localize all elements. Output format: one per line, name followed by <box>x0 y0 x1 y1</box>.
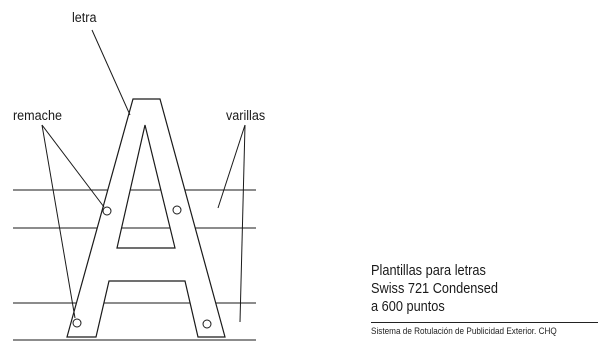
caption-size: a 600 puntos <box>371 299 445 315</box>
label-remache: remache <box>13 107 62 123</box>
leader-varillas-1 <box>217 124 246 209</box>
caption-divider <box>371 322 598 323</box>
rivet-3 <box>72 318 82 328</box>
leader-remache-2 <box>41 124 76 319</box>
caption-footer: Sistema de Rotulación de Publicidad Exte… <box>371 326 557 337</box>
leader-lines <box>41 29 246 323</box>
leader-letra <box>91 29 131 116</box>
label-letra: letra <box>72 9 97 25</box>
caption-font-name: Swiss 721 Condensed <box>371 281 498 297</box>
label-varillas: varillas <box>226 107 265 123</box>
rods <box>13 189 256 341</box>
rivet-2 <box>172 205 182 215</box>
caption-block: Plantillas para letras Swiss 721 Condens… <box>371 262 601 337</box>
rivet-4 <box>202 319 212 329</box>
rivets <box>72 205 212 329</box>
caption-title: Plantillas para letras <box>371 263 486 279</box>
letter-a-outline <box>66 98 226 338</box>
letter-a-shape <box>66 98 226 338</box>
rivet-1 <box>102 206 112 216</box>
leader-varillas-2 <box>239 124 246 323</box>
leader-remache-1 <box>41 124 105 208</box>
